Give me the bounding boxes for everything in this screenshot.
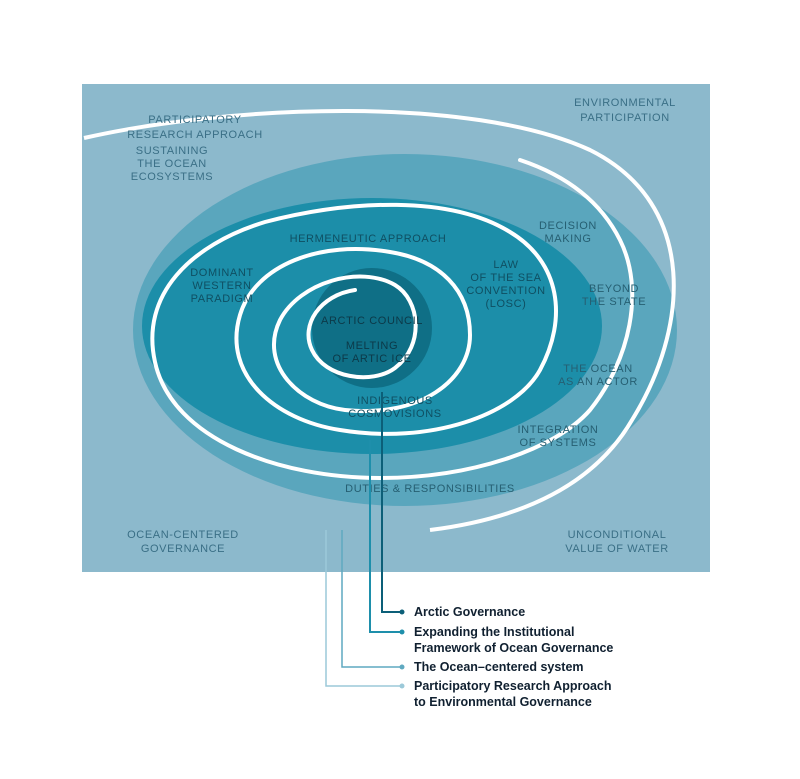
legend-dot-arctic [399, 609, 405, 615]
legend-arctic-governance: Arctic Governance [414, 605, 525, 619]
label-melting-2: OF ARTIC ICE [332, 353, 411, 365]
label-sustaining-1: SUSTAINING [136, 145, 208, 157]
label-dominant-1: DOMINANT [190, 267, 253, 279]
legend-expanding-1: Expanding the Institutional [414, 625, 574, 639]
label-hermeneutic: HERMENEUTIC APPROACH [290, 233, 447, 245]
label-decision-2: MAKING [545, 233, 592, 245]
legend-expanding-2: Framework of Ocean Governance [414, 641, 613, 655]
label-ocean-centered-1: OCEAN-CENTERED [127, 529, 239, 541]
label-participatory-2: RESEARCH APPROACH [127, 129, 263, 141]
label-dominant-2: WESTERN [192, 280, 251, 292]
label-participatory-1: PARTICIPATORY [148, 114, 241, 126]
label-integration-2: OF SYSTEMS [520, 437, 597, 449]
label-sustaining-3: ECOSYSTEMS [131, 171, 213, 183]
label-ocean-actor-2: AS AN ACTOR [558, 376, 638, 388]
label-decision-1: DECISION [539, 220, 597, 232]
leader-line-participatory [325, 530, 400, 687]
label-indigenous-2: COSMOVISIONS [348, 408, 441, 420]
label-arctic-council: ARCTIC COUNCIL [321, 315, 423, 327]
legend-dot-ocean-system [399, 664, 405, 670]
legend-ocean-centered-system: The Ocean–centered system [414, 660, 584, 674]
label-law-4: (LOSC) [486, 298, 527, 310]
core-circle [312, 268, 432, 388]
legend-dot-participatory [399, 683, 405, 689]
label-law-3: CONVENTION [466, 285, 545, 297]
label-sustaining-2: THE OCEAN [137, 158, 207, 170]
label-indigenous-1: INDIGENOUS [357, 395, 433, 407]
leader-line-arctic [381, 392, 400, 613]
label-ocean-centered-2: GOVERNANCE [141, 543, 225, 555]
legend-participatory-2: to Environmental Governance [414, 695, 592, 709]
label-environmental-1: ENVIRONMENTAL [574, 97, 676, 109]
label-beyond-2: THE STATE [582, 296, 646, 308]
label-integration-1: INTEGRATION [518, 424, 599, 436]
label-law-1: LAW [493, 259, 518, 271]
label-dominant-3: PARADIGM [191, 293, 254, 305]
label-ocean-actor-1: THE OCEAN [563, 363, 633, 375]
leader-line-expanding [369, 440, 400, 633]
legend-participatory-1: Participatory Research Approach [414, 679, 612, 693]
legend-dot-expanding [399, 629, 405, 635]
label-beyond-1: BEYOND [589, 283, 639, 295]
label-environmental-2: PARTICIPATION [580, 112, 670, 124]
label-unconditional-2: VALUE OF WATER [565, 543, 669, 555]
label-law-2: OF THE SEA [470, 272, 541, 284]
label-unconditional-1: UNCONDITIONAL [568, 529, 667, 541]
label-duties: DUTIES & RESPONSIBILITIES [345, 483, 515, 495]
leader-line-ocean-system [341, 530, 400, 668]
outer-sweep-curve [83, 109, 676, 532]
label-melting-1: MELTING [346, 340, 398, 352]
